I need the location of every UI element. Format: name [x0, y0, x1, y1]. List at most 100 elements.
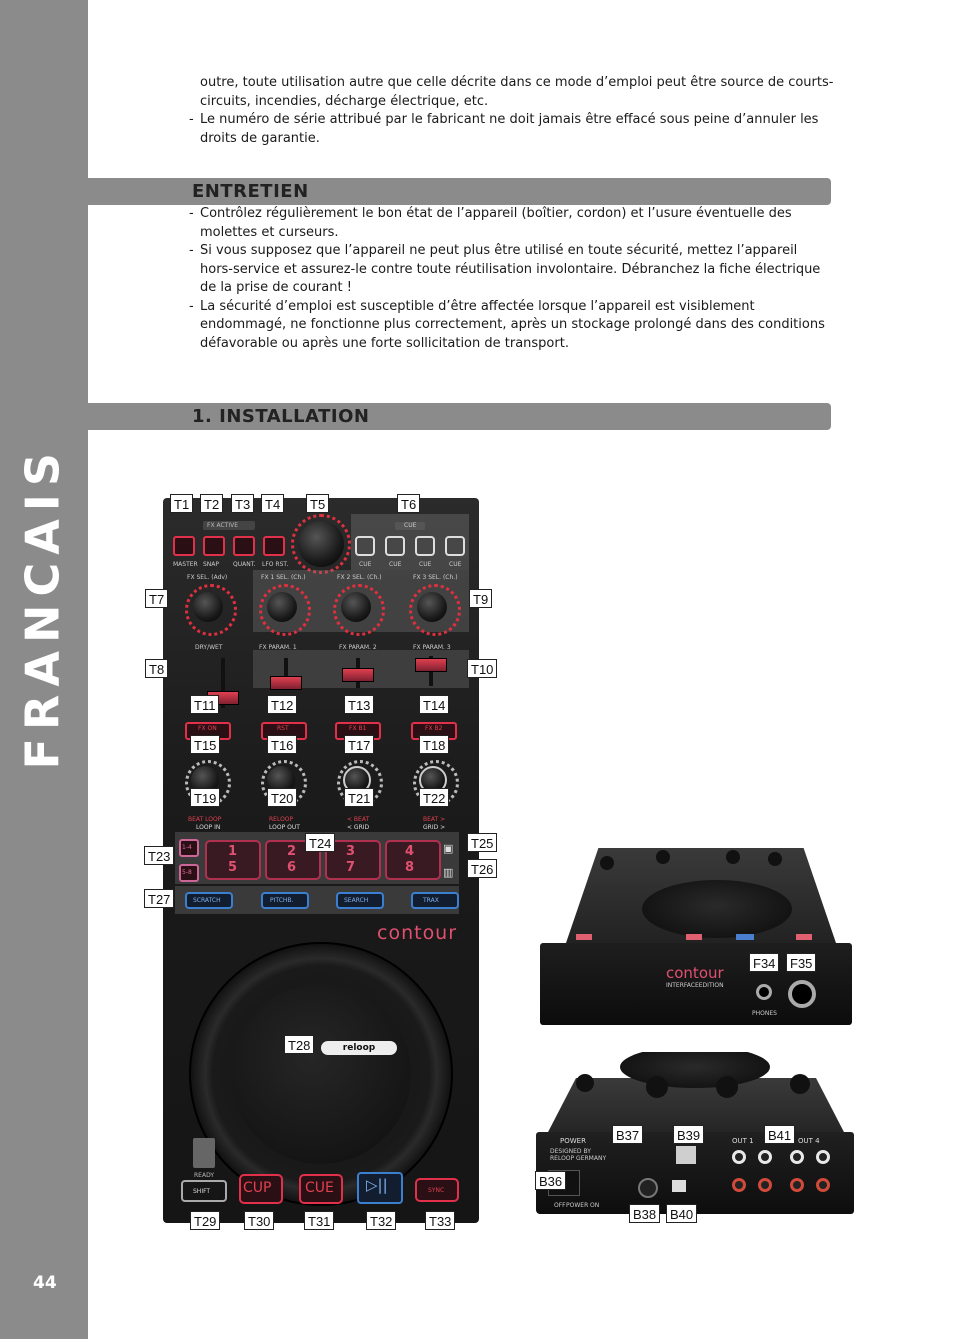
rca-white: [790, 1150, 804, 1164]
param-label: FX PARAM. 1: [259, 644, 297, 651]
label-t20: T20: [267, 788, 298, 807]
fx-sel-label: FX 3 SEL. (Ch.): [413, 574, 458, 581]
loop-label: RELOOP: [269, 816, 294, 823]
fx-button-3: [233, 536, 255, 556]
param-label: FX PARAM. 3: [413, 644, 451, 651]
pitchb-button: [261, 892, 309, 909]
label-t2: T2: [200, 494, 224, 513]
bank-5-8-button: [179, 864, 199, 882]
mode-label: SCRATCH: [193, 897, 221, 904]
label-t22: T22: [419, 788, 450, 807]
mode-label: PITCHB.: [270, 897, 294, 904]
pad-number: 3: [346, 844, 356, 859]
out-label: OUT 4: [798, 1137, 820, 1145]
fx-b1-label: FX B1: [349, 725, 367, 732]
front-red-button: [576, 934, 592, 940]
label-b39: B39: [673, 1125, 705, 1144]
entretien-heading: ENTRETIEN: [192, 181, 309, 202]
entretien-text: -Contrôlez régulièrement le bon état de …: [189, 205, 834, 353]
fx-sel-label: FX SEL. (Adv): [187, 574, 228, 581]
cue-header-plate: [395, 522, 425, 530]
cue-label: CUE: [359, 561, 372, 568]
label-t4: T4: [261, 494, 285, 513]
designed-by-label: DESIGNED BY: [550, 1148, 591, 1155]
main-knob-ring: [291, 514, 351, 574]
param-label: DRY/WET: [195, 644, 223, 651]
pad-number: 2: [287, 844, 297, 859]
label-b40: B40: [666, 1204, 698, 1223]
bank-label: 1-4: [182, 844, 192, 851]
pad-number: 5: [228, 860, 238, 875]
back-jog: [620, 1052, 770, 1088]
cue-button: [299, 1174, 343, 1204]
knob-ring: [409, 584, 461, 636]
cue-label: CUE: [449, 561, 462, 568]
label-t28: T28: [284, 1035, 315, 1054]
label-t13: T13: [344, 695, 375, 714]
param-label: FX PARAM. 2: [339, 644, 377, 651]
fx-sel-label: FX 2 SEL. (Ch.): [337, 574, 382, 581]
cup-label: CUP: [243, 1180, 272, 1196]
controller-front-photo: contour INTERFACEEDITION PHONES: [536, 836, 856, 1026]
front-blue-button: [736, 934, 754, 940]
dvs-ready-badge: [193, 1138, 215, 1168]
front-knob: [726, 850, 740, 864]
reloop-logo: reloop: [321, 1041, 397, 1055]
label-t11: T11: [190, 695, 220, 714]
bank-label: 5-8: [182, 869, 192, 876]
rst-label: RST: [277, 725, 289, 732]
sync-button: [415, 1178, 459, 1202]
front-jog: [642, 880, 792, 938]
power-label: POWER: [566, 1202, 589, 1209]
front-knob: [656, 850, 670, 864]
cue-d-button: [445, 536, 465, 556]
front-contour-logo: contour: [666, 964, 724, 982]
intro-text: outre, toute utilisation autre que celle…: [189, 74, 834, 148]
pad-number: 1: [228, 844, 238, 859]
fx2-knob: [341, 592, 371, 622]
kensington-slot: [676, 1146, 696, 1164]
installation-heading-bar: 1. INSTALLATION: [88, 403, 831, 430]
pad-number: 8: [405, 860, 415, 875]
intro-continued: outre, toute utilisation autre que celle…: [200, 75, 834, 109]
main-fx-knob: [298, 521, 344, 567]
scratch-button: [185, 892, 233, 909]
dvs-ready-label: READY: [194, 1172, 215, 1179]
label-t14: T14: [419, 695, 450, 714]
pad-number: 6: [287, 860, 297, 875]
fx-on-label: FX ON: [198, 725, 217, 732]
usb-port: [672, 1180, 686, 1192]
label-t21: T21: [344, 788, 375, 807]
front-knob: [600, 856, 614, 870]
label-t5: T5: [306, 494, 330, 513]
front-knob: [768, 852, 782, 866]
front-red-button: [796, 934, 812, 940]
cue-label: CUE: [419, 561, 432, 568]
label-t15: T15: [190, 735, 221, 754]
shift-button: [181, 1180, 227, 1202]
label-t32: T32: [366, 1211, 397, 1230]
back-face: [536, 1132, 854, 1214]
label-t10: T10: [467, 659, 498, 678]
label-b36: B36: [535, 1171, 567, 1190]
save-icon: ▣: [443, 842, 454, 855]
rca-white: [816, 1150, 830, 1164]
fx-active-plate: [203, 521, 255, 530]
label-t1: T1: [170, 494, 194, 513]
label-t16: T16: [267, 735, 298, 754]
entretien-heading-bar: ENTRETIEN: [88, 178, 831, 205]
knob-ring: [259, 584, 311, 636]
pad-number: 4: [405, 844, 415, 859]
entretien-bullet: -La sécurité d’emploi est susceptible d’…: [189, 298, 825, 351]
label-t26: T26: [467, 859, 498, 878]
knob-ring: [333, 584, 385, 636]
label-t9: T9: [469, 589, 493, 608]
loop-label: BEAT >: [423, 816, 446, 823]
entretien-bullet: -Contrôlez régulièrement le bon état de …: [189, 206, 792, 240]
trash-icon: ▥: [443, 866, 454, 879]
param3-fader: [415, 658, 447, 672]
param2-fader: [342, 668, 374, 682]
fx-active-label: FX ACTIVE: [207, 522, 238, 529]
contour-logo: contour: [377, 922, 458, 944]
dry-wet-knob: [193, 592, 223, 622]
